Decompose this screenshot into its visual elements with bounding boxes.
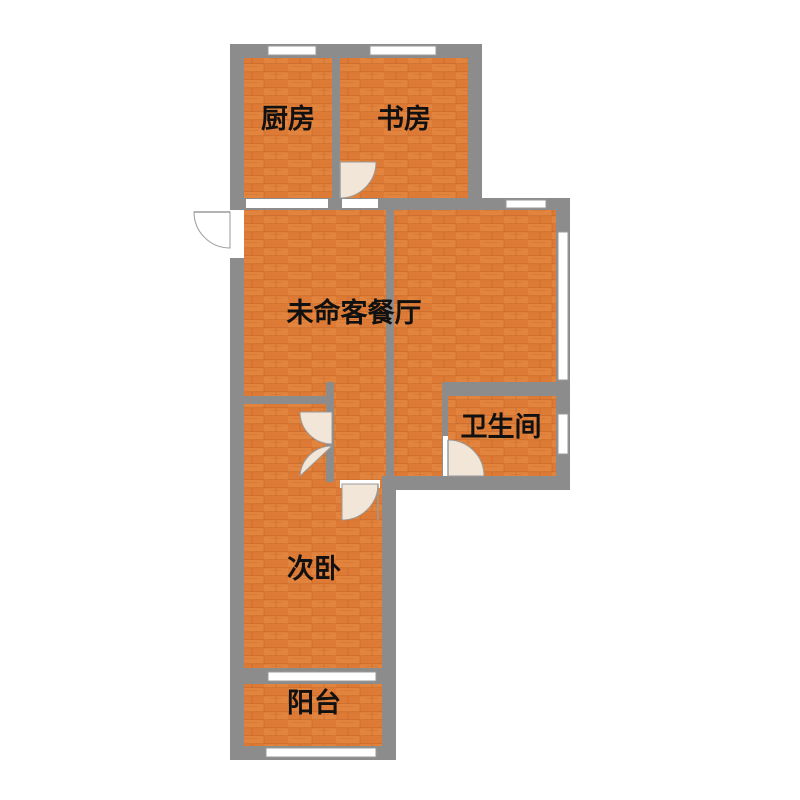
wall-living-bottom	[386, 476, 570, 490]
balcony-floor	[244, 684, 382, 746]
bathroom-label: 卫生间	[461, 412, 542, 443]
room-labels: 厨房 书房 未命客餐厅 卫生间 次卧 阳台	[261, 104, 542, 719]
window-study	[369, 45, 437, 56]
wall-kitchen-study	[332, 44, 340, 210]
wall-study-right	[468, 44, 482, 198]
door-leaves	[194, 162, 449, 520]
bedroom-floor	[244, 404, 382, 668]
study-door	[339, 161, 377, 199]
window-living-right	[557, 231, 569, 381]
windows	[265, 45, 569, 758]
bedroom-door-upper	[299, 411, 333, 445]
window-living-top	[505, 199, 547, 209]
wall-bedroom-right	[382, 476, 396, 760]
bedroom-door-lower	[299, 445, 334, 478]
study-label: 书房	[377, 104, 431, 135]
study-opening	[342, 199, 378, 208]
kitchen-label: 厨房	[261, 104, 315, 135]
entry-door	[193, 211, 231, 249]
wall-bath-top	[442, 382, 570, 396]
living-floor-lower	[394, 382, 442, 476]
living-dining-label: 未命客餐厅	[287, 297, 422, 329]
balcony-label: 阳台	[287, 687, 341, 719]
bath-opening	[443, 436, 448, 476]
kitchen-opening	[246, 199, 328, 208]
second-bedroom-label: 次卧	[287, 554, 341, 585]
entry-opening	[230, 210, 244, 258]
window-balcony-bottom	[265, 747, 377, 758]
wall-bedroom-top	[230, 396, 332, 404]
bathroom-door	[447, 439, 485, 477]
doors	[193, 161, 485, 521]
window-balcony-top	[267, 671, 377, 682]
living-floor-right	[394, 210, 556, 382]
living-floor-left	[244, 210, 386, 396]
kitchen-floor	[244, 58, 332, 198]
floors	[244, 58, 556, 746]
window-bath-right	[557, 413, 569, 455]
wall-center	[386, 198, 394, 490]
window-kitchen	[267, 45, 317, 56]
